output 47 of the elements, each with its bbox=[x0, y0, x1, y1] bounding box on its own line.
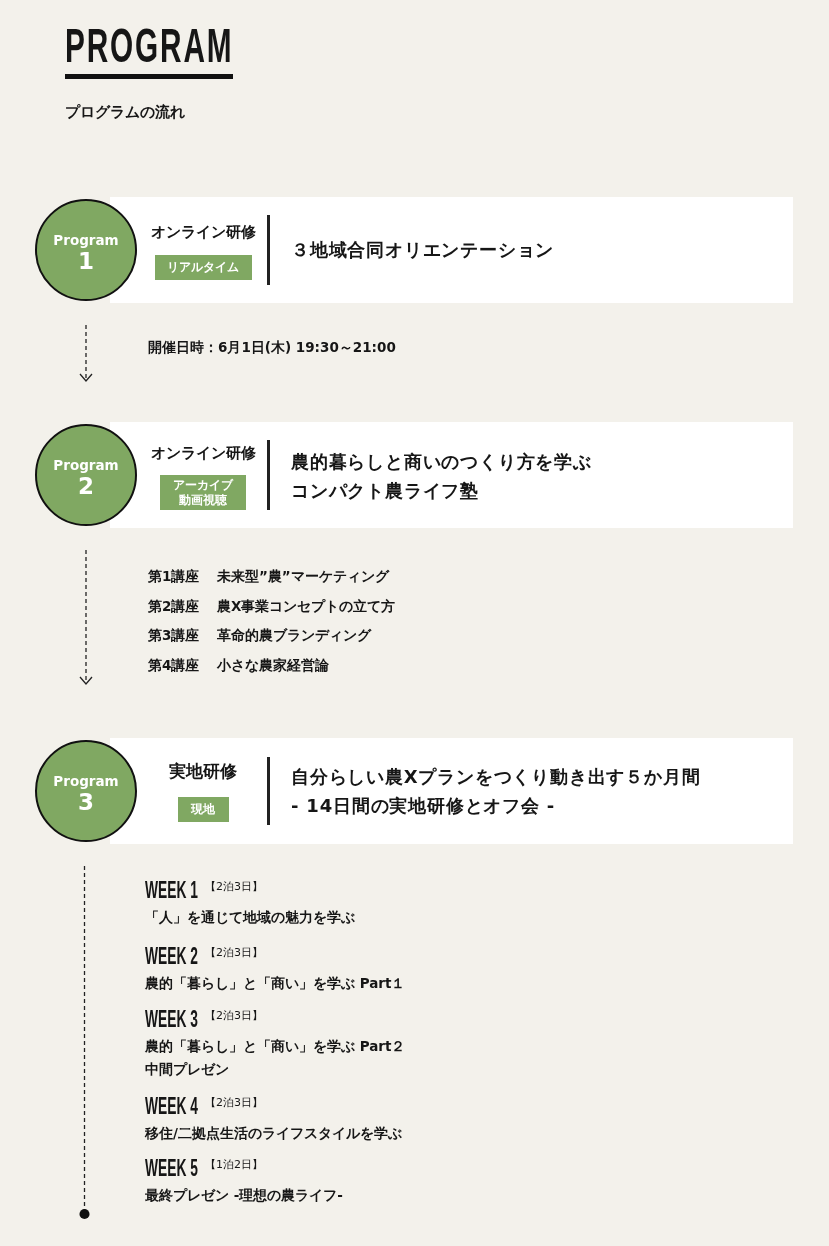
week-description: 農的「暮らし」と「商い」を学ぶ Part２ bbox=[145, 1037, 406, 1056]
week-description: 中間プレゼン bbox=[145, 1060, 229, 1079]
week-heading: WEEK 2 bbox=[145, 943, 198, 969]
lecture-number: 第2講座 bbox=[148, 597, 200, 616]
program-title: コンパクト農ライフ塾 bbox=[291, 479, 479, 503]
week-description: 最終プレゼン -理想の農ライフ- bbox=[145, 1186, 343, 1205]
format-tag: アーカイブ動画視聴 bbox=[160, 475, 246, 510]
program-label: Program bbox=[53, 457, 119, 473]
week-heading: WEEK 3 bbox=[145, 1006, 198, 1032]
lecture-title: 農X事業コンセプトの立て方 bbox=[217, 597, 396, 616]
week-description: 移住/二拠点生活のライフスタイルを学ぶ bbox=[145, 1124, 402, 1143]
stay-length: 【2泊3日】 bbox=[205, 946, 263, 960]
week-description: 農的「暮らし」と「商い」を学ぶ Part１ bbox=[145, 974, 406, 993]
date-text: 開催日時：6月1日(木) 19:30～21:00 bbox=[148, 338, 396, 357]
section-subtitle: プログラムの流れ bbox=[65, 103, 185, 122]
lecture-number: 第3講座 bbox=[148, 626, 200, 645]
program-number: 1 bbox=[78, 248, 94, 274]
lecture-number: 第4講座 bbox=[148, 656, 200, 675]
dashed-arrow bbox=[79, 324, 93, 382]
format-tag: リアルタイム bbox=[154, 255, 252, 280]
program-number: 2 bbox=[78, 473, 94, 499]
dashed-line bbox=[79, 865, 90, 1220]
program-title: 自分らしい農Xプランをつくり動き出す５か月間 bbox=[291, 765, 701, 789]
week-heading: WEEK 4 bbox=[145, 1093, 198, 1119]
program-label: Program bbox=[53, 232, 119, 248]
training-type: オンライン研修 bbox=[150, 443, 256, 464]
training-type: オンライン研修 bbox=[150, 222, 256, 243]
page-title: PROGRAM bbox=[65, 20, 234, 72]
training-type: 実地研修 bbox=[169, 760, 237, 782]
format-tag: 現地 bbox=[177, 797, 229, 822]
stay-length: 【2泊3日】 bbox=[205, 880, 263, 894]
program-number: 3 bbox=[78, 789, 94, 815]
week-heading: WEEK 5 bbox=[145, 1155, 198, 1181]
lecture-title: 革命的農ブランディング bbox=[217, 626, 371, 645]
week-heading: WEEK 1 bbox=[145, 877, 198, 903]
lecture-number: 第1講座 bbox=[148, 567, 200, 586]
program-title: - 14日間の実地研修とオフ会 - bbox=[291, 794, 556, 818]
lecture-title: 小さな農家経営論 bbox=[217, 656, 329, 675]
week-description: 「人」を通じて地域の魅力を学ぶ bbox=[145, 908, 355, 927]
stay-length: 【2泊3日】 bbox=[205, 1096, 263, 1110]
dashed-arrow bbox=[79, 549, 93, 685]
program-title: 農的暮らしと商いのつくり方を学ぶ bbox=[291, 450, 592, 474]
lecture-title: 未来型”農”マーケティング bbox=[217, 567, 389, 586]
stay-length: 【2泊3日】 bbox=[205, 1009, 263, 1023]
program-title: ３地域合同オリエンテーション bbox=[291, 238, 555, 262]
stay-length: 【1泊2日】 bbox=[205, 1158, 263, 1172]
program-label: Program bbox=[53, 773, 119, 789]
